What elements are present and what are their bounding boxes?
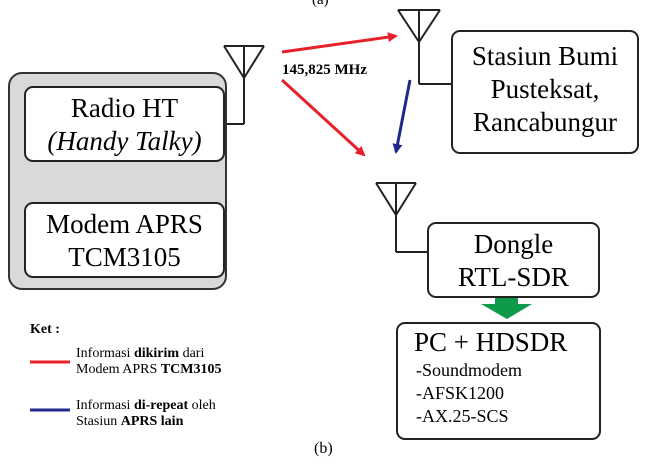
dongle-title: Dongle: [473, 229, 554, 259]
frequency-label: 145,825 MHz: [282, 62, 367, 78]
ground-station-line2: Pusteksat,: [490, 74, 600, 104]
legend-title: Ket :: [30, 322, 60, 337]
legend-red-text: Informasi dikirim dari Modem APRS TCM310…: [76, 346, 222, 377]
radio-ht-box: Radio HT (Handy Talky): [24, 86, 225, 162]
pc-item-soundmodem: -Soundmodem: [416, 360, 522, 380]
red-arrow-to-ground: [281, 32, 398, 54]
pc-hdsdr-title: PC + HDSDR: [414, 327, 568, 357]
radio-ht-title: Radio HT: [70, 93, 179, 123]
pc-hdsdr-box: PC + HDSDR -Soundmodem -AFSK1200 -AX.25-…: [396, 322, 601, 440]
radio-antenna-icon: [223, 45, 265, 125]
dongle-box: Dongle RTL-SDR: [427, 222, 600, 298]
dongle-antenna-icon: [375, 182, 428, 253]
figure-label-b: (b): [314, 440, 333, 457]
modem-aprs-box: Modem APRS TCM3105: [24, 202, 225, 278]
pc-item-ax25: -AX.25-SCS: [416, 406, 509, 426]
dongle-model: RTL-SDR: [458, 262, 569, 292]
red-arrow-to-dongle: [280, 78, 366, 157]
blue-arrow-repeat: [392, 79, 412, 154]
pc-item-afsk: -AFSK1200: [416, 383, 505, 403]
green-arrow-down-icon: [481, 298, 532, 319]
ground-station-line3: Rancabungur: [473, 107, 617, 137]
figure-label-a: (a): [312, 0, 329, 8]
radio-ht-subtitle: (Handy Talky): [47, 126, 202, 156]
ground-station-line1: Stasiun Bumi: [471, 41, 619, 71]
modem-aprs-chip: TCM3105: [68, 242, 181, 272]
ground-antenna-icon: [397, 9, 452, 85]
ground-station-box: Stasiun Bumi Pusteksat, Rancabungur: [451, 30, 639, 154]
modem-aprs-title: Modem APRS: [46, 209, 203, 239]
legend-blue-text: Informasi di-repeat oleh Stasiun APRS la…: [76, 398, 216, 429]
